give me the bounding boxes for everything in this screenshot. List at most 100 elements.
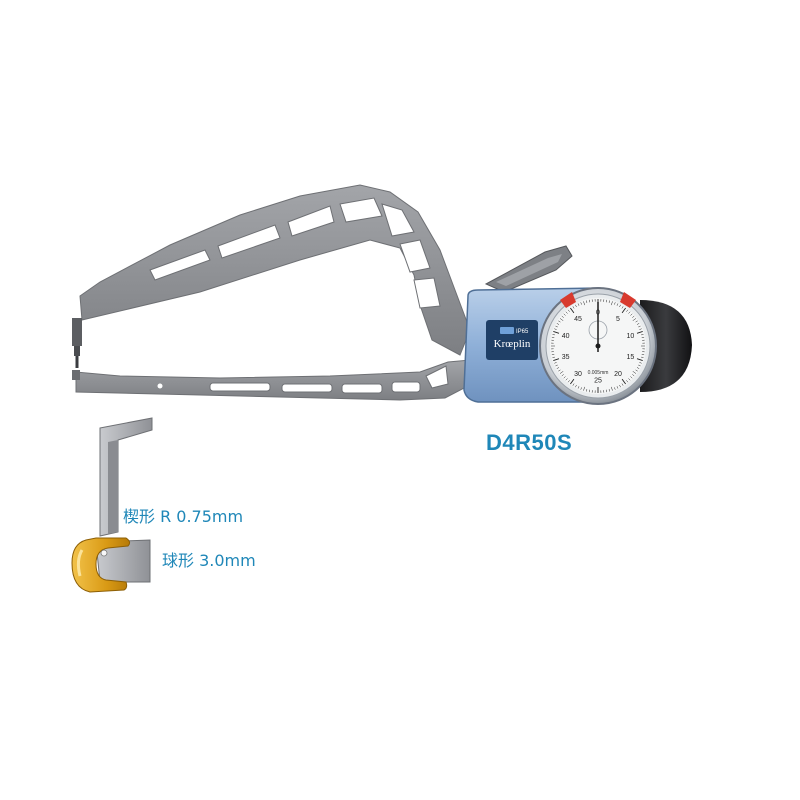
dial-tick — [556, 323, 560, 325]
dial-tick — [561, 315, 564, 318]
tolerance-marker-left[interactable] — [560, 292, 576, 308]
dial-tick — [558, 369, 561, 372]
frame-cutout — [381, 203, 415, 237]
dial-number: 10 — [626, 333, 634, 340]
dial-tick — [575, 304, 577, 308]
dial-tick — [636, 358, 643, 361]
dial-tick — [586, 300, 588, 303]
frame-cutout — [391, 381, 421, 393]
wedge-tip-shade — [108, 440, 118, 534]
dial-number: 5 — [616, 316, 620, 323]
dial-tick — [626, 309, 629, 312]
ball-tip-label: 球形 3.0mm — [162, 551, 256, 570]
tolerance-marker-right[interactable] — [620, 292, 636, 308]
dial-tick — [639, 362, 642, 364]
dial-unit-text: 0.005mm — [588, 370, 609, 376]
dial-tick — [556, 367, 560, 369]
ip-rating-text: IP65 — [516, 329, 529, 335]
frame-cutout — [425, 365, 449, 389]
dial-tick — [621, 306, 624, 309]
dial-tick — [635, 369, 638, 372]
dial-tick — [638, 325, 641, 328]
dial-tick — [641, 334, 644, 336]
dial-tick — [580, 302, 582, 305]
dial-tick — [611, 386, 613, 391]
dial-tick — [554, 362, 557, 364]
dial-tick — [630, 313, 633, 316]
ball-tip — [71, 537, 131, 593]
dial-tick — [628, 378, 631, 381]
ball-tip-arm — [95, 539, 151, 583]
dial-tick — [608, 300, 610, 303]
dial-tick — [567, 380, 570, 383]
dial-tick — [632, 318, 637, 321]
dial-tick — [565, 311, 568, 314]
lever-grip — [496, 254, 562, 286]
dial-tick — [580, 387, 582, 390]
dial-tick — [611, 301, 613, 306]
upper-contact-tip — [72, 318, 82, 368]
dial-number: 40 — [562, 333, 570, 340]
dial-tick — [635, 320, 638, 323]
lower-contact-tip — [72, 370, 80, 380]
dial-tick — [553, 358, 560, 361]
dial-number: 45 — [574, 316, 582, 323]
dial-tick — [619, 384, 621, 388]
tip-detail-inset — [71, 417, 153, 593]
dial-tick — [632, 315, 635, 318]
frame-cutout — [217, 224, 281, 259]
dial-tick — [636, 331, 643, 334]
dial-tick — [563, 376, 566, 379]
dial-tick — [552, 334, 555, 336]
dial-tick — [626, 380, 629, 383]
dial-tick — [614, 387, 616, 390]
dial-tick — [621, 378, 626, 385]
dial-number: 35 — [562, 354, 570, 361]
frame-cutout — [287, 205, 335, 237]
frame-hole — [157, 383, 163, 389]
dial-tick — [614, 302, 616, 305]
dial-back-cap — [640, 300, 692, 392]
dial-tick — [638, 364, 641, 367]
lower-arm — [75, 359, 471, 401]
dial-tick — [630, 376, 633, 379]
dial-tick — [636, 367, 640, 369]
dial-tick — [570, 378, 575, 385]
dial-tick — [555, 325, 558, 328]
dial-ticks — [551, 299, 645, 393]
dial-tick — [563, 313, 566, 316]
frame-cutout — [413, 277, 441, 309]
dial-tick — [636, 323, 640, 325]
dial-tick — [583, 301, 585, 306]
dial-tick — [639, 328, 642, 330]
dial-tick — [575, 384, 577, 388]
dial-tick — [621, 307, 626, 314]
frame-cutout — [209, 382, 271, 392]
dial-tick — [570, 307, 575, 314]
dial-tick — [616, 386, 619, 389]
dial-tick — [577, 303, 580, 306]
dial-tick — [586, 389, 588, 392]
dial-tick — [555, 364, 558, 367]
frame-cutout — [339, 197, 383, 223]
brand-plate — [486, 320, 538, 360]
dial-tick — [632, 374, 635, 377]
dial-tick — [559, 318, 564, 321]
dial-tick — [577, 386, 580, 389]
dial-tick — [558, 320, 561, 323]
dial-number: 25 — [594, 378, 602, 385]
caliper-frame — [75, 184, 471, 401]
dial-tick — [561, 374, 564, 377]
dial-tick — [632, 371, 637, 374]
dial-tick — [559, 371, 564, 374]
frame-cutout — [281, 383, 333, 393]
dial-tick — [553, 331, 560, 334]
ball-tip-highlight — [76, 549, 84, 577]
frame-cutout — [399, 239, 431, 273]
needle-hub — [595, 343, 601, 349]
dial-tick — [621, 383, 624, 386]
dial-tick — [565, 378, 568, 381]
dial-tick — [554, 328, 557, 330]
dial-tick — [583, 386, 585, 391]
